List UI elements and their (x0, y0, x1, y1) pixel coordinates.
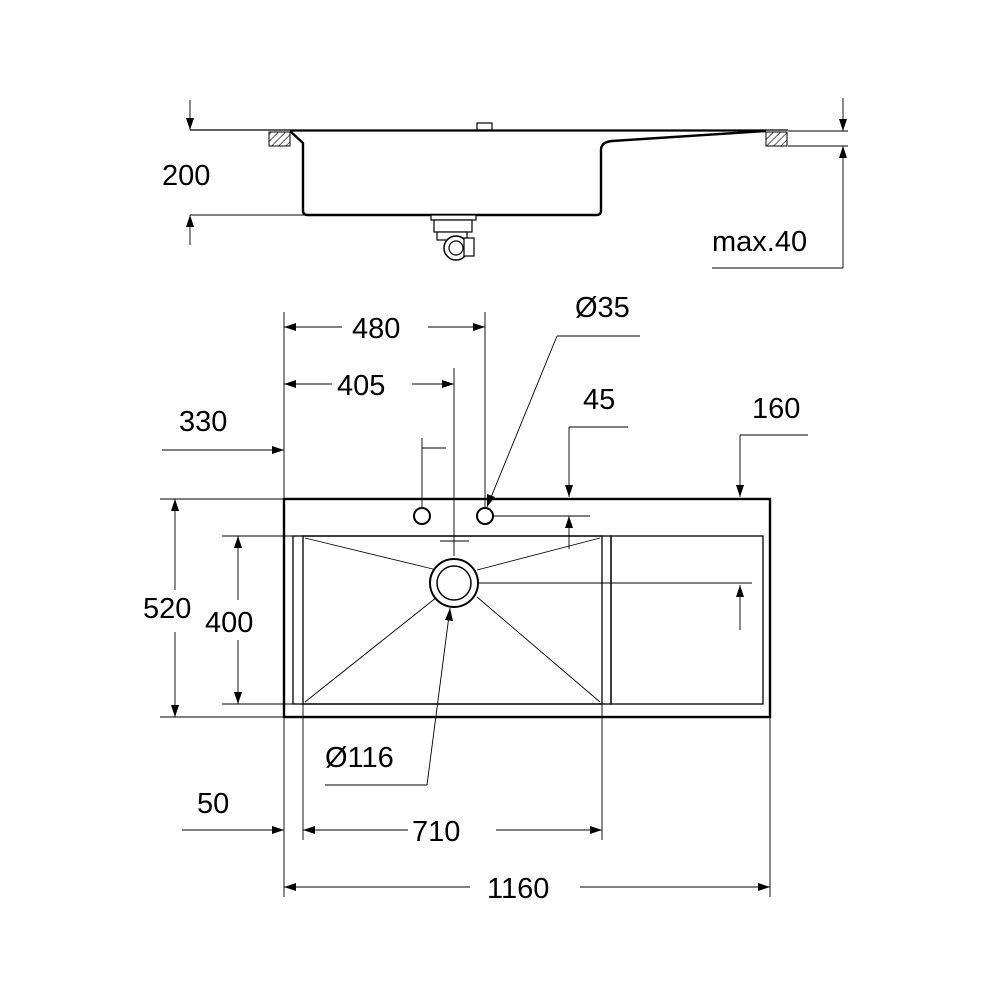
dimension-height: 200 (162, 100, 305, 245)
tap-hole-secondary (413, 507, 431, 525)
dimension-bowl-depth: 400 (205, 535, 293, 705)
dimension-depth-label: 520 (143, 593, 191, 625)
dimension-tap-hole-label: Ø35 (575, 292, 630, 324)
dimension-height-label: 200 (162, 160, 210, 192)
worktop-section-right (765, 131, 788, 147)
dimension-drain-label: Ø116 (325, 742, 394, 774)
dimension-drain: Ø116 (325, 607, 453, 786)
dimension-drainer: 160 (478, 393, 808, 630)
drain-inner (436, 565, 472, 601)
top-view: 480 405 330 Ø35 (143, 292, 808, 905)
dimension-faucet-offset-label: 480 (352, 313, 400, 345)
bowl-inner (302, 535, 603, 705)
dimension-left-offset: 330 (162, 406, 284, 454)
bowl-profile (289, 129, 767, 217)
tap-hole-boss (476, 122, 493, 131)
side-view: 200 max.40 (162, 98, 848, 269)
dimension-bowl-width-label: 710 (412, 816, 460, 848)
dimension-tap-hole: Ø35 (486, 292, 640, 508)
dimension-tap-setback: 45 (493, 384, 628, 549)
dimension-bowl-depth-label: 400 (205, 607, 253, 639)
dimension-worktop: max.40 (712, 98, 847, 269)
waste-fitting (430, 214, 477, 261)
drainer-area (610, 535, 764, 705)
dimension-total-width: 1160 (283, 717, 771, 905)
worktop-section-left (268, 131, 291, 147)
dimension-drainer-label: 160 (752, 393, 800, 425)
dimension-left-offset-label: 330 (179, 406, 227, 438)
dimension-total-width-label: 1160 (487, 873, 549, 905)
sink-outline (282, 497, 772, 719)
dimension-depth: 520 (143, 498, 284, 718)
bowl-slope-lines (304, 537, 601, 703)
dimension-edge-label: 50 (197, 788, 229, 820)
dimension-bowl-width: 710 (302, 704, 603, 848)
dimension-bowl-center-label: 405 (337, 370, 385, 402)
dimension-bowl-center: 405 (284, 368, 469, 556)
dimension-tap-setback-label: 45 (583, 384, 615, 416)
dimension-worktop-label: max.40 (712, 226, 807, 258)
dimension-edge: 50 (182, 788, 284, 834)
tap-hole-main (476, 507, 494, 525)
dimension-faucet-offset: 480 (283, 312, 486, 508)
